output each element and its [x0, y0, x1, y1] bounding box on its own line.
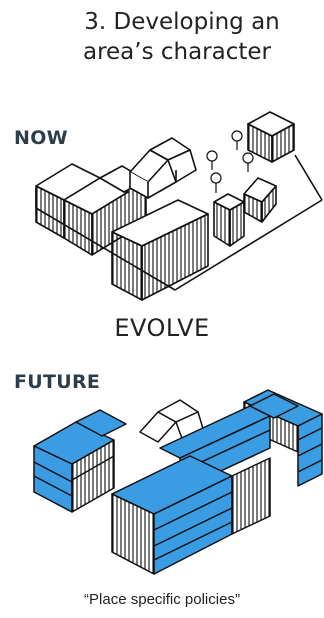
now-label: NOW	[14, 127, 68, 149]
caption: “Place specific policies”	[84, 591, 240, 608]
future-block-front	[111, 455, 271, 575]
heading-line-2: area’s character	[82, 39, 272, 65]
now-sketch	[35, 111, 323, 301]
now-trees	[206, 130, 254, 193]
now-block-front	[111, 199, 209, 301]
now-houses	[129, 137, 197, 199]
now-block-center	[213, 193, 245, 247]
heading-line-1: 3. Developing an	[84, 9, 280, 35]
evolve-label: EVOLVE	[114, 314, 210, 342]
now-house-right	[243, 177, 277, 223]
future-sketch	[33, 389, 323, 575]
future-label: FUTURE	[14, 371, 101, 393]
now-block-back	[247, 111, 295, 163]
future-block-left	[33, 409, 127, 513]
